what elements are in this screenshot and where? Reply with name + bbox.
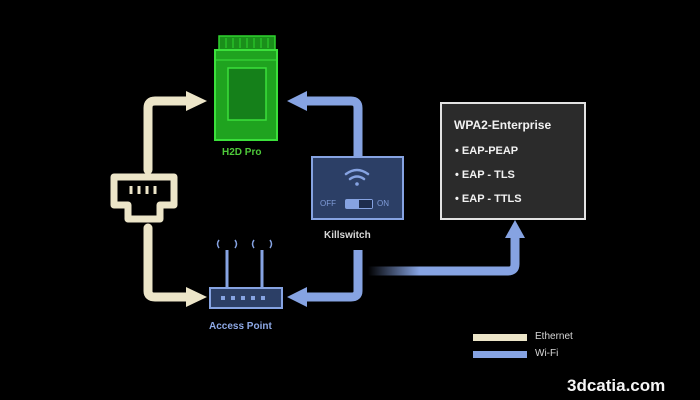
killswitch-off-label: OFF	[320, 199, 336, 208]
wifi-link-killswitch-to-access-point	[305, 250, 363, 302]
printer-icon	[214, 35, 278, 141]
enterprise-method-eap-ttls: • EAP - TTLS	[455, 193, 522, 205]
ethernet-arrowhead-printer	[186, 91, 207, 111]
killswitch-on-label: ON	[377, 199, 389, 208]
killswitch-device	[311, 156, 404, 220]
wifi-link-to-enterprise	[368, 236, 520, 276]
watermark: 3dcatia.com	[567, 376, 666, 395]
printer-label: H2D Pro	[222, 147, 262, 158]
legend-wifi-label: Wi-Fi	[535, 348, 559, 359]
router-icon	[209, 239, 283, 309]
legend-ethernet-label: Ethernet	[535, 331, 573, 342]
killswitch-label: Killswitch	[324, 230, 371, 241]
wifi-arrowhead-enterprise	[505, 220, 525, 238]
ethernet-link-to-access-point	[143, 223, 193, 302]
wifi-icon	[344, 168, 370, 186]
killswitch-toggle[interactable]	[345, 199, 373, 209]
ethernet-port-icon	[110, 173, 178, 223]
enterprise-method-eap-tls: • EAP - TLS	[455, 169, 515, 181]
enterprise-title: WPA2-Enterprise	[454, 118, 552, 132]
enterprise-method-eap-peap: • EAP-PEAP	[455, 145, 519, 157]
access-point-label: Access Point	[209, 321, 272, 332]
ethernet-arrowhead-access-point	[186, 287, 207, 307]
wifi-arrowhead-access-point	[287, 287, 307, 307]
wpa2-enterprise-box	[440, 102, 586, 220]
wifi-link-killswitch-to-printer	[305, 96, 363, 157]
ethernet-link-to-printer	[143, 96, 193, 175]
legend-wifi-swatch	[473, 351, 527, 358]
wifi-arrowhead-printer	[287, 91, 307, 111]
legend-ethernet-swatch	[473, 334, 527, 341]
